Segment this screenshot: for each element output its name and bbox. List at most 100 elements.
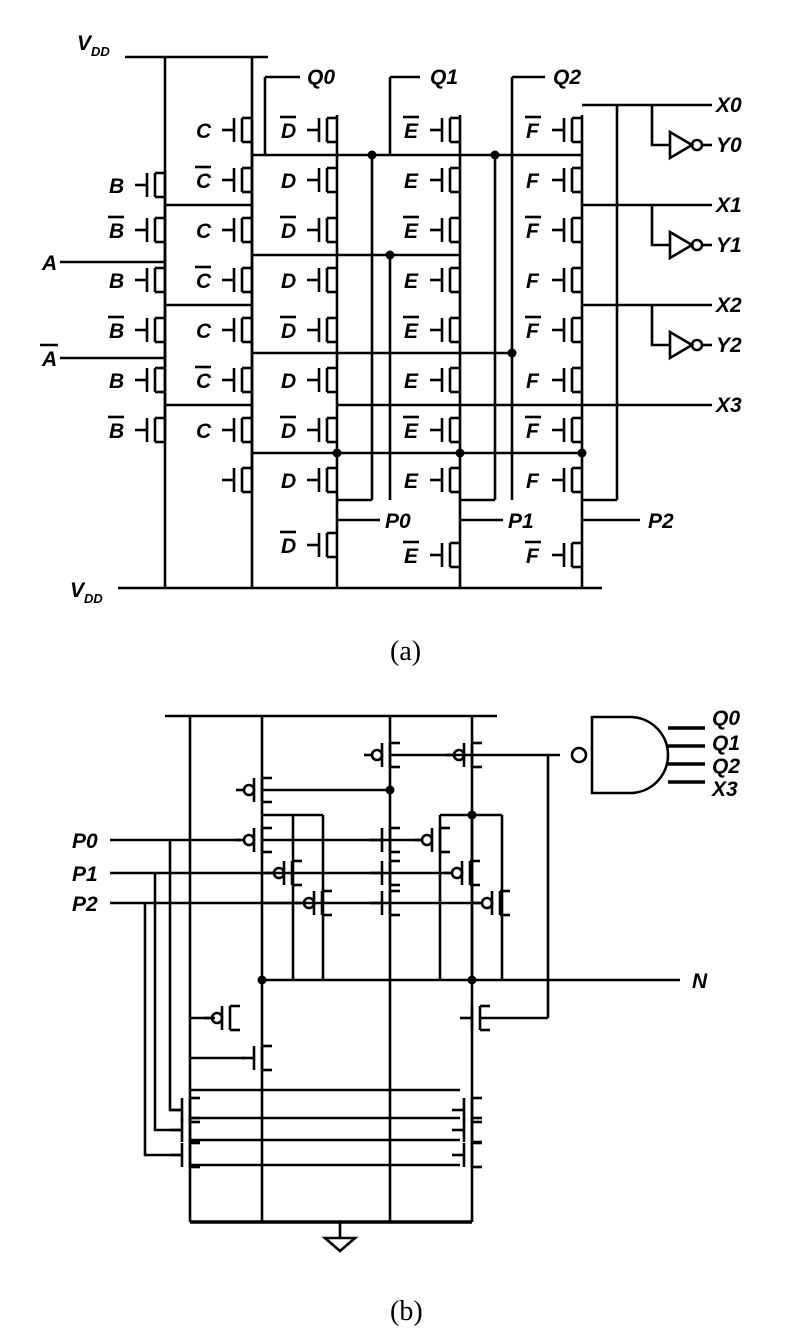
- gate-label-d-0: D: [281, 120, 296, 143]
- transistor-c-2: [222, 216, 252, 244]
- transistor-b-4: [135, 366, 165, 394]
- gate-label-d-4: D: [281, 320, 296, 343]
- x2-label: X2: [715, 294, 742, 317]
- vdd-bottom-label: VDD: [70, 579, 103, 606]
- transistor-b-10: [444, 859, 480, 887]
- caption-a: (a): [390, 636, 421, 667]
- transistor-b-7: [370, 859, 400, 887]
- transistor-e-5: [430, 366, 460, 394]
- gate-label-e-2: E: [404, 220, 419, 243]
- transistor-f-8: [552, 541, 582, 569]
- transistor-c-0: [222, 116, 252, 144]
- gate-label-e-6: E: [404, 420, 419, 443]
- gate-label-d-8: D: [281, 535, 296, 558]
- transistor-b-4: [266, 859, 302, 887]
- gate-label-c-6: C: [196, 420, 212, 443]
- transistor-b-6: [370, 826, 400, 854]
- gate-label-d-3: D: [281, 270, 296, 293]
- transistor-f-2: [552, 216, 582, 244]
- transistor-d-3: [307, 266, 337, 294]
- gate-label-d-1: D: [281, 170, 296, 193]
- nand-q1-label: Q1: [712, 732, 740, 755]
- p0-label: P0: [385, 510, 411, 533]
- gate-label-f-8: F: [526, 545, 540, 568]
- y1-label: Y1: [716, 234, 742, 257]
- transistor-b-2: [135, 266, 165, 294]
- transistor-b-2: [446, 741, 482, 769]
- nand-q0-label: Q0: [712, 707, 740, 730]
- transistor-c-7: [222, 466, 252, 494]
- gate-label-f-0: F: [526, 120, 540, 143]
- gate-label-f-3: F: [526, 270, 540, 293]
- transistor-f-4: [552, 316, 582, 344]
- p2-label: P2: [648, 510, 674, 533]
- transistor-b-8: [370, 889, 400, 917]
- transistor-c-3: [222, 266, 252, 294]
- nand-q2-label: Q2: [712, 755, 740, 778]
- transistor-b-3: [135, 316, 165, 344]
- panel-b-transistors: [170, 741, 510, 1169]
- transistor-d-2: [307, 216, 337, 244]
- transistor-b-1: [364, 741, 400, 769]
- gate-label-c-1: C: [196, 170, 212, 193]
- transistor-b-0: [236, 776, 272, 804]
- input-a-label: A: [41, 252, 57, 275]
- transistor-f-6: [552, 416, 582, 444]
- transistor-d-5: [307, 366, 337, 394]
- transistor-e-0: [430, 116, 460, 144]
- transistor-c-4: [222, 316, 252, 344]
- gate-label-b-3: B: [109, 320, 124, 343]
- gate-label-f-2: F: [526, 220, 540, 243]
- transistor-e-2: [430, 216, 460, 244]
- transistor-d-0: [307, 116, 337, 144]
- gate-label-f-4: F: [526, 320, 540, 343]
- p0-input-label: P0: [72, 830, 98, 853]
- transistor-b-9: [414, 826, 450, 854]
- transistor-d-1: [307, 166, 337, 194]
- gate-label-f-5: F: [526, 370, 540, 393]
- gate-label-d-6: D: [281, 420, 296, 443]
- transistor-c-5: [222, 366, 252, 394]
- transistor-f-0: [552, 116, 582, 144]
- transistor-f-3: [552, 266, 582, 294]
- p1-input-label: P1: [72, 863, 98, 886]
- gate-label-b-1: B: [109, 220, 124, 243]
- panel-a-transistors: [135, 116, 582, 569]
- transistor-b-5: [296, 889, 332, 917]
- gate-label-e-4: E: [404, 320, 419, 343]
- gate-label-c-0: C: [196, 120, 212, 143]
- q1-label: Q1: [430, 66, 458, 89]
- transistor-b-17: [170, 1141, 200, 1169]
- transistor-c-6: [222, 416, 252, 444]
- input-a-bar-label: A: [41, 348, 57, 371]
- gate-label-e-7: E: [404, 470, 419, 493]
- transistor-b-20: [452, 1141, 482, 1169]
- transistor-e-7: [430, 466, 460, 494]
- gate-label-e-8: E: [404, 545, 419, 568]
- transistor-c-1: [222, 166, 252, 194]
- transistor-b-1: [135, 216, 165, 244]
- nand-x3-label: X3: [711, 778, 738, 801]
- gate-label-c-4: C: [196, 320, 212, 343]
- gate-label-b-2: B: [109, 270, 124, 293]
- gate-label-c-3: C: [196, 270, 212, 293]
- transistor-f-5: [552, 366, 582, 394]
- transistor-e-3: [430, 266, 460, 294]
- transistor-f-7: [552, 466, 582, 494]
- x1-label: X1: [715, 194, 742, 217]
- gate-label-d-5: D: [281, 370, 296, 393]
- transistor-e-4: [430, 316, 460, 344]
- transistor-d-6: [307, 416, 337, 444]
- x0-label: X0: [715, 94, 742, 117]
- q2-label: Q2: [553, 66, 581, 89]
- transistor-f-1: [552, 166, 582, 194]
- transistor-e-8: [430, 541, 460, 569]
- gate-label-f-1: F: [526, 170, 540, 193]
- gate-label-f-7: F: [526, 470, 540, 493]
- transistor-e-6: [430, 416, 460, 444]
- transistor-b-13: [460, 1004, 490, 1032]
- panel-b-schematic: [110, 714, 705, 1253]
- gate-label-c-2: C: [196, 220, 212, 243]
